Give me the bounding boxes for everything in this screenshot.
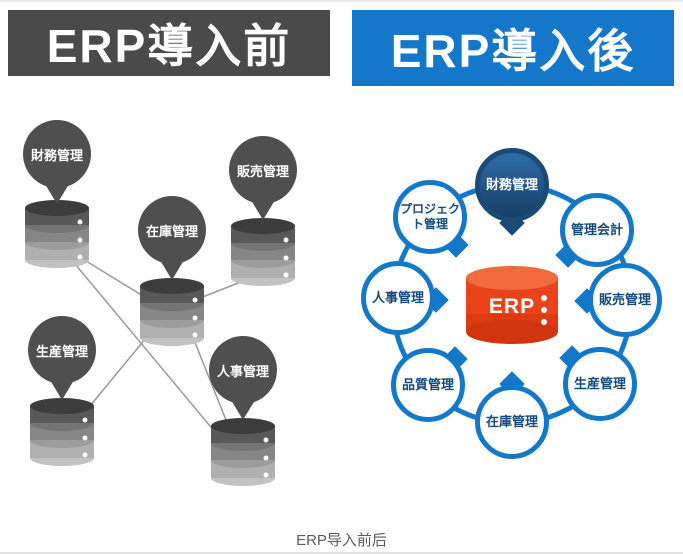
after-title: ERP導入後 [352, 10, 674, 86]
pin-hr-management: 人事管理 [209, 336, 277, 404]
bubble-quality-management: 品質管理 [391, 348, 465, 422]
bubble-sales-management: 販売管理 [588, 263, 662, 337]
pin-sales-management: 販売管理 [229, 136, 297, 204]
bubble-management-accounting: 管理会計 [560, 193, 634, 267]
before-title: ERP導入前 [8, 10, 330, 76]
pin-label: 財務管理 [30, 147, 83, 163]
database-icon [211, 418, 275, 486]
bubble-inventory-management: 在庫管理 [475, 385, 549, 459]
erp-cylinder-icon [466, 266, 558, 344]
pin-label: 生産管理 [35, 343, 88, 359]
after-panel: ERP導入後 財務管理 管理会計 販売管理 生産管理 在庫管理 品質 [352, 10, 674, 512]
figure-caption: ERP导入前后 [296, 532, 387, 549]
database-icon [140, 278, 204, 346]
bubble-label: 品質管理 [401, 376, 454, 392]
bubble-financial-management: 財務管理 [475, 148, 549, 222]
bubble-label: 在庫管理 [485, 413, 538, 429]
bubble-label: 生産管理 [573, 375, 626, 391]
bubble-hr-management: 人事管理 [361, 261, 435, 335]
bubble-label: 管理会計 [570, 221, 623, 237]
bubble-label: 人事管理 [371, 289, 424, 305]
database-icon [25, 200, 89, 268]
pin-label: 販売管理 [236, 163, 289, 179]
bubble-label: 販売管理 [598, 291, 651, 307]
before-panel: ERP導入前 財務管理 販売管理 [8, 10, 330, 512]
pin-label: 人事管理 [216, 363, 269, 379]
pin-financial-management: 財務管理 [23, 120, 91, 188]
pin-production-management: 生産管理 [28, 316, 96, 384]
erp-label: ERP [488, 295, 536, 318]
bubble-production-management: 生産管理 [563, 347, 637, 421]
bubble-label: プロジェクト管理 [399, 202, 460, 231]
erp-hub: ERP [462, 262, 562, 346]
pin-label: 在庫管理 [145, 223, 198, 239]
bubble-label: 財務管理 [485, 176, 538, 192]
bubble-project-management: プロジェクト管理 [393, 180, 467, 254]
database-icon [231, 218, 295, 286]
database-icon [30, 398, 94, 466]
pin-inventory-management: 在庫管理 [138, 196, 206, 264]
